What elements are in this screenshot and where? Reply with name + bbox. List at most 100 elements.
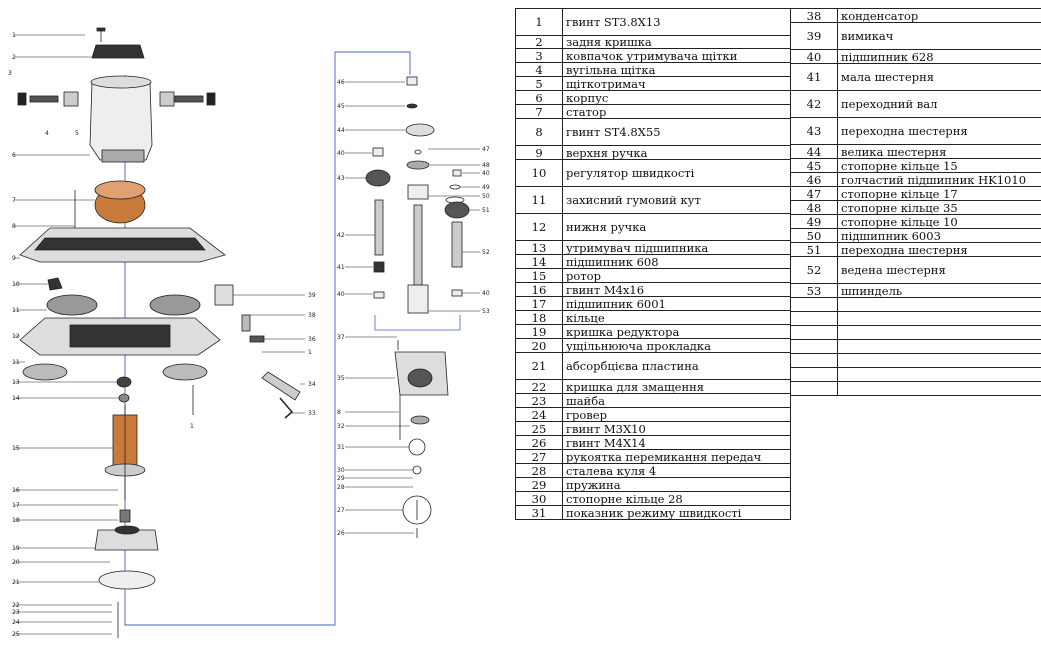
part-name: стопорне кільце 17 [837, 186, 1041, 201]
part-number: 45 [790, 158, 838, 173]
part-name: гвинт M3X10 [562, 421, 791, 436]
part-callout: 34 [308, 381, 316, 388]
part-name: рукоятка перемикання передач [562, 449, 791, 464]
part-name: переходний вал [837, 90, 1041, 118]
part-callout: 49 [482, 184, 490, 191]
part-callout: 43 [337, 175, 345, 182]
empty-row [790, 367, 1041, 382]
part-name: сталева куля 4 [562, 463, 791, 478]
part-callout: 1 [12, 32, 16, 39]
part-number: 4 [515, 62, 563, 77]
part-name: підшипник 6001 [562, 296, 791, 311]
part-callout: 19 [12, 545, 20, 552]
part-name: велика шестерня [837, 144, 1041, 159]
part-number: 15 [515, 268, 563, 283]
part-number: 26 [515, 435, 563, 450]
part-callout: 11 [12, 359, 20, 366]
part-callout: 6 [12, 152, 16, 159]
part-callout: 13 [12, 379, 20, 386]
part-callout: 23 [12, 609, 20, 616]
part-callout: 7 [12, 197, 16, 204]
part-callout: 15 [12, 445, 20, 452]
part-name: стопорне кільце 10 [837, 214, 1041, 229]
part-name: пружина [562, 477, 791, 492]
part-callout: 1 [308, 349, 312, 356]
part-name: стопорне кільце 35 [837, 200, 1041, 215]
part-callout: 31 [337, 444, 345, 451]
part-name: ущільнююча прокладка [562, 338, 791, 353]
part-number: 3 [515, 48, 563, 63]
empty-row [790, 311, 1041, 326]
part-name: показник режиму швидкості [562, 505, 791, 520]
part-callout: 16 [12, 487, 20, 494]
empty-row [790, 339, 1041, 354]
part-number: 10 [515, 159, 563, 187]
part-callout: 40 [482, 290, 490, 297]
part-name: гвинт M4X14 [562, 435, 791, 450]
part-name: підшипник 608 [562, 254, 791, 269]
exploded-parts-diagram: 1234567891011121113141516171819202122232… [8, 27, 490, 638]
part-number: 43 [790, 117, 838, 145]
part-callout: 42 [337, 232, 345, 239]
part-number: 24 [515, 407, 563, 422]
part-name: ведена шестерня [837, 256, 1041, 284]
part-name: нижня ручка [562, 213, 791, 241]
part-name: голчастий підшипник HK1010 [837, 172, 1041, 187]
part-number: 51 [790, 242, 838, 257]
part-callout: 8 [12, 223, 16, 230]
part-callout: 3 [8, 70, 12, 77]
part-callout: 5 [75, 130, 79, 137]
part-number: 14 [515, 254, 563, 269]
part-number: 20 [515, 338, 563, 353]
part-name: утримувач підшипника [562, 240, 791, 255]
part-callout: 2 [12, 54, 16, 61]
part-number: 1 [515, 8, 563, 36]
part-callout: 48 [482, 162, 490, 169]
part-number: 22 [515, 379, 563, 394]
part-name: стопорне кільце 15 [837, 158, 1041, 173]
part-name: корпус [562, 90, 791, 105]
part-number: 5 [515, 76, 563, 91]
part-name: гровер [562, 407, 791, 422]
part-name: переходна шестерня [837, 117, 1041, 145]
part-number: 25 [515, 421, 563, 436]
part-name: гвинт ST3.8X13 [562, 8, 791, 36]
part-callout: 27 [337, 507, 345, 514]
part-number: 19 [515, 324, 563, 339]
part-name: кришка редуктора [562, 324, 791, 339]
part-callout: 24 [12, 619, 20, 626]
part-number: 16 [515, 282, 563, 297]
part-name: вимикач [837, 22, 1041, 50]
part-callout: 28 [337, 484, 345, 491]
empty-row [790, 297, 1041, 312]
part-number: 41 [790, 63, 838, 91]
part-callout: 40 [482, 170, 490, 177]
part-number: 17 [515, 296, 563, 311]
part-number: 49 [790, 214, 838, 229]
part-number: 53 [790, 283, 838, 298]
part-number: 31 [515, 505, 563, 520]
part-name: кільце [562, 310, 791, 325]
